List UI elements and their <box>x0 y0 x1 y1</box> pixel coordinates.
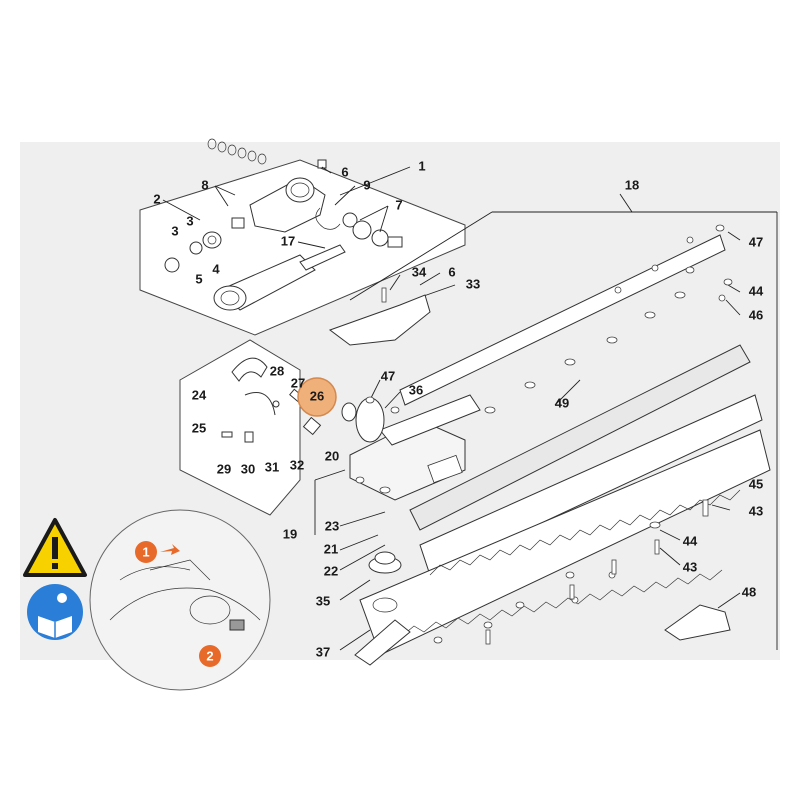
label-9: 9 <box>363 177 370 192</box>
gearbox-detail-illustration: 1 2 <box>89 509 271 691</box>
blade-teeth <box>429 489 741 576</box>
label-24: 24 <box>192 387 207 402</box>
gearbox-parts <box>164 159 403 311</box>
leader-lines <box>162 166 778 651</box>
label-46: 46 <box>749 307 763 322</box>
label-32: 32 <box>290 457 304 472</box>
hardware <box>239 224 733 645</box>
label-43a: 43 <box>749 503 763 518</box>
label-27: 27 <box>291 375 305 390</box>
label-29: 29 <box>217 461 231 476</box>
label-2: 2 <box>153 191 160 206</box>
detail-inset-frame <box>179 339 301 516</box>
label-21: 21 <box>324 541 338 556</box>
label-28: 28 <box>270 363 284 378</box>
label-5: 5 <box>195 271 202 286</box>
callout-2 <box>199 645 221 667</box>
handle <box>328 294 431 346</box>
label-22: 22 <box>324 563 338 578</box>
label-18: 18 <box>625 177 639 192</box>
blade-guard <box>409 344 751 531</box>
label-33: 33 <box>466 276 480 291</box>
part-labels: 1 2 3 3 4 5 6 6 7 8 9 17 18 19 20 21 22 … <box>153 158 764 659</box>
cutter-assembly <box>328 234 771 666</box>
upper-bar <box>399 234 726 406</box>
warning-icon <box>23 518 87 577</box>
label-48: 48 <box>742 584 756 599</box>
label-8: 8 <box>201 177 208 192</box>
label-45: 45 <box>749 476 763 491</box>
gear-arm <box>379 394 481 446</box>
blade-cap <box>664 604 731 641</box>
blade-upper <box>419 394 763 576</box>
label-43b: 43 <box>683 559 697 574</box>
label-25: 25 <box>192 420 206 435</box>
blade-teeth-lower <box>379 569 723 641</box>
label-6b: 6 <box>448 264 455 279</box>
label-4: 4 <box>212 261 220 276</box>
label-49: 49 <box>555 395 569 410</box>
label-47a: 47 <box>749 234 763 249</box>
callout-1-label: 1 <box>142 544 149 559</box>
label-30: 30 <box>241 461 255 476</box>
label-34: 34 <box>412 264 427 279</box>
label-3a: 3 <box>186 213 193 228</box>
label-19: 19 <box>283 526 297 541</box>
warning-label <box>427 454 463 484</box>
label-6a: 6 <box>341 164 348 179</box>
highlight-26 <box>297 377 337 417</box>
label-17: 17 <box>281 233 295 248</box>
label-44b: 44 <box>683 533 698 548</box>
callout-1 <box>135 541 157 563</box>
label-3b: 3 <box>171 223 178 238</box>
label-47b: 47 <box>381 368 395 383</box>
label-7: 7 <box>395 197 402 212</box>
label-20: 20 <box>325 448 339 463</box>
label-44a: 44 <box>749 283 764 298</box>
label-35: 35 <box>316 593 330 608</box>
label-1: 1 <box>418 158 425 173</box>
top-washers <box>207 138 267 165</box>
label-26: 26 <box>310 388 324 403</box>
blade-lower <box>359 429 771 656</box>
label-37: 37 <box>316 644 330 659</box>
read-manual-icon <box>27 584 83 640</box>
label-36: 36 <box>409 382 423 397</box>
label-23: 23 <box>325 518 339 533</box>
callout-2-label: 2 <box>206 648 213 663</box>
callout-arrow-1 <box>160 544 180 555</box>
label-31: 31 <box>265 459 279 474</box>
